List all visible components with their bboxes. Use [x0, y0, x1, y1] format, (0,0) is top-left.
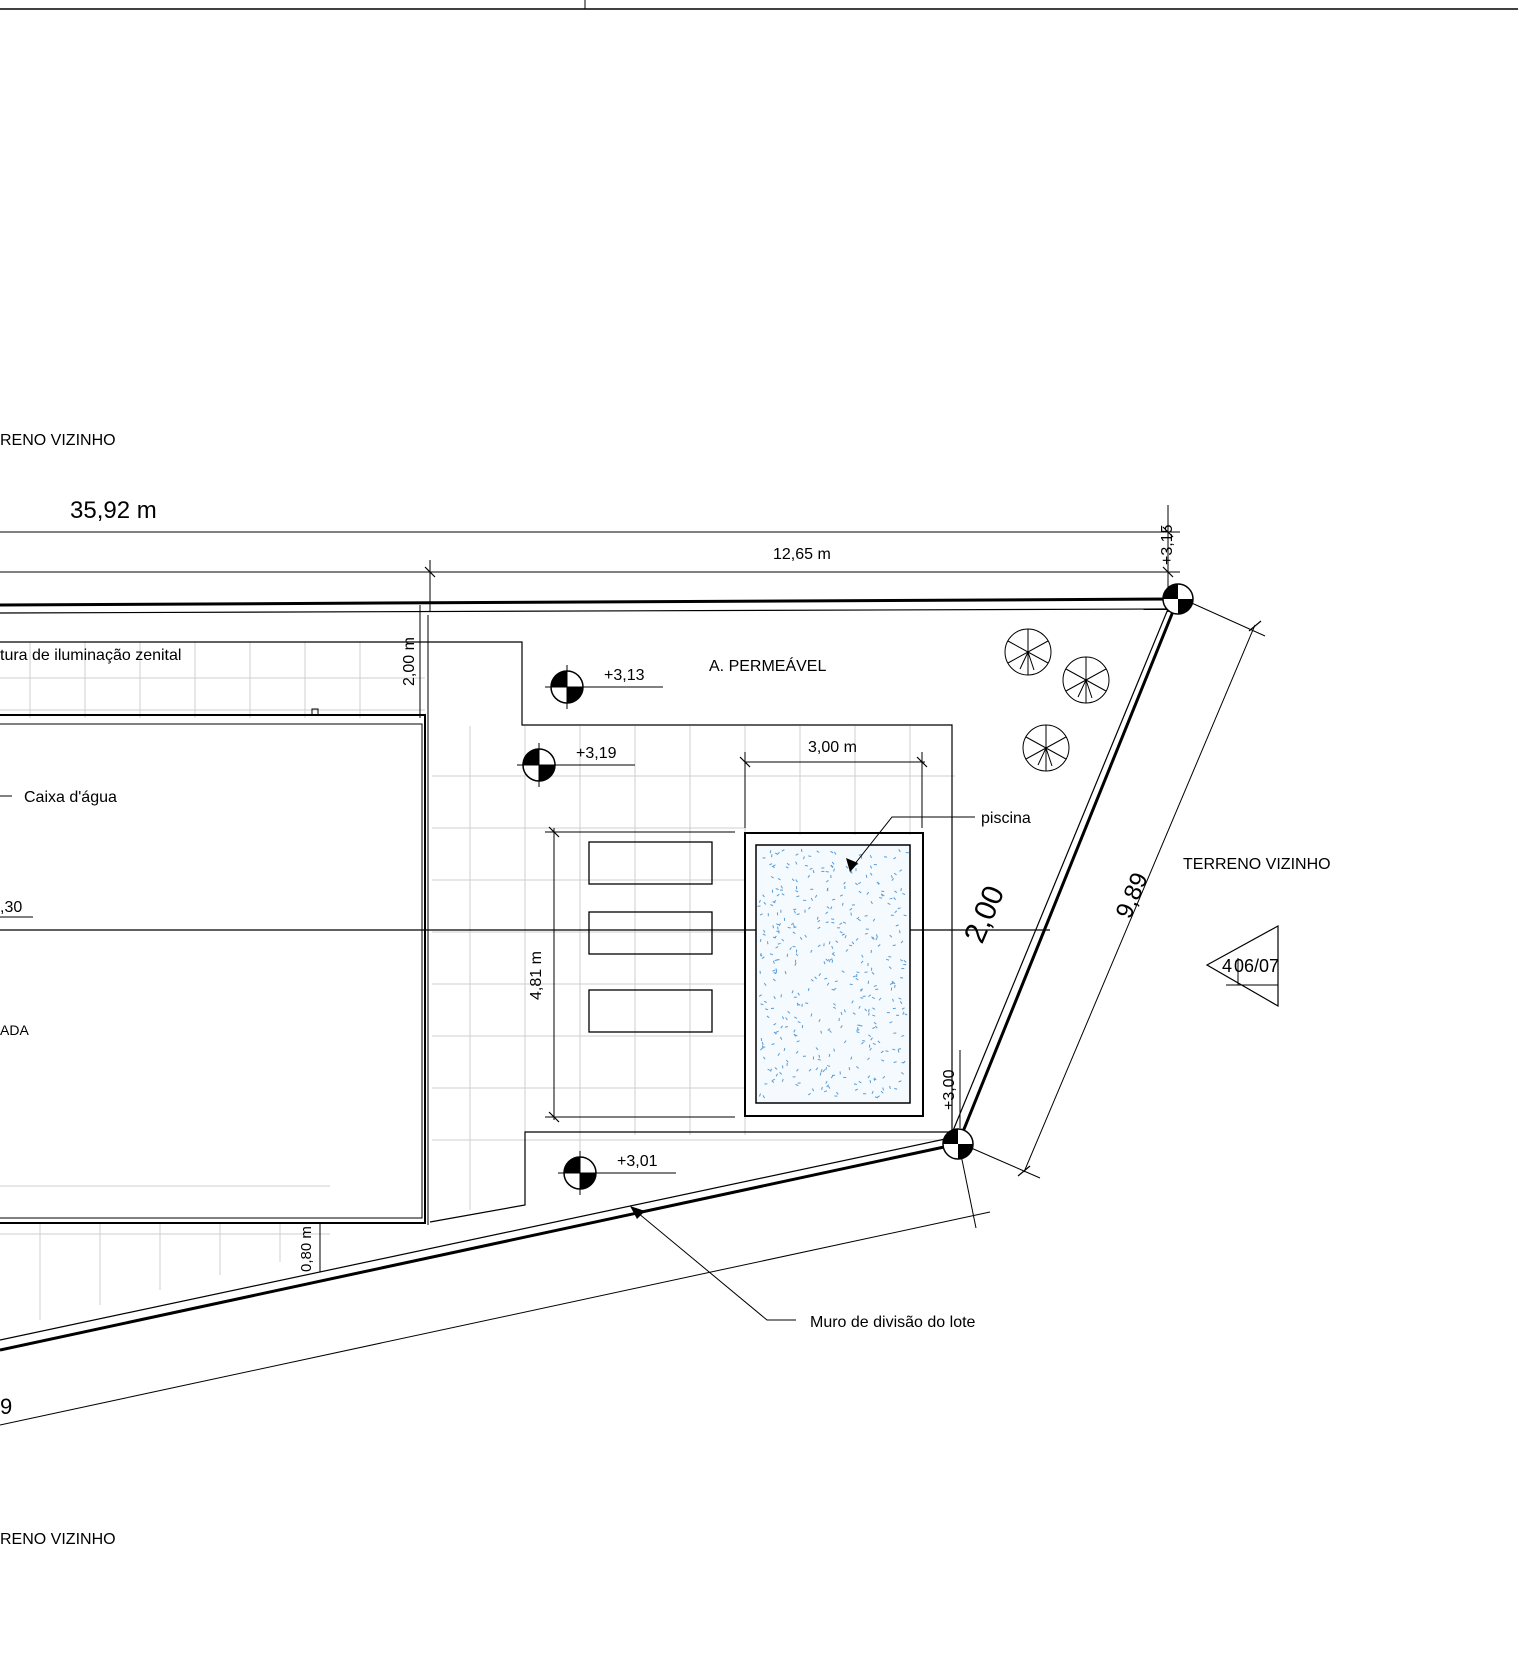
pool-water-texture [757, 848, 909, 1099]
dim-vertical-2m: 2,00 m [401, 637, 418, 686]
tree-icon [1022, 724, 1070, 772]
section-sheet-number: 06/07 [1234, 956, 1279, 976]
lot-boundary [0, 597, 1180, 1352]
level-marker-icon [517, 743, 635, 787]
level-marker-icon [558, 1151, 676, 1195]
label-area-permeavel: A. PERMEÁVEL [709, 656, 826, 675]
label-muro: Muro de divisão do lote [810, 1314, 976, 1331]
level-319: +3,19 [576, 745, 617, 762]
level-marker-icon [1162, 583, 1194, 615]
dim-pool-length: 4,81 m [528, 951, 545, 1000]
level-315: +3,15 [1159, 524, 1176, 565]
tree-icon [1004, 628, 1052, 676]
dim-big-2: 2,00 [958, 881, 1011, 948]
dim-side-right: 9,89 [1111, 869, 1154, 923]
dim-left-30: ,30 [0, 899, 22, 916]
label-terreno-top: RENO VIZINHO [0, 432, 116, 449]
sun-loungers [588, 841, 713, 1033]
level-301: +3,01 [617, 1153, 658, 1170]
level-marker-icon [545, 665, 663, 709]
tree-icon [1062, 656, 1110, 704]
leader-lines [0, 795, 975, 1321]
building-outline [0, 615, 1050, 1225]
label-caixa-agua: Caixa d'água [24, 789, 117, 806]
label-ada: ADA [0, 1022, 29, 1038]
label-terreno-bottom: RENO VIZINHO [0, 1531, 116, 1548]
label-terreno-right: TERRENO VIZINHO [1183, 856, 1331, 873]
level-313: +3,13 [604, 667, 645, 684]
section-marker-icon [1205, 924, 1279, 1008]
tree-icons [1004, 628, 1110, 772]
label-abertura: tura de iluminação zenital [0, 647, 181, 664]
dim-pool-width: 3,00 m [808, 739, 857, 756]
plan-labels: RENO VIZINHO TERRENO VIZINHO RENO VIZINH… [0, 432, 1331, 1548]
sheet-frame [0, 0, 1518, 10]
swimming-pool [744, 832, 924, 1117]
dim-top-right: 12,65 m [773, 546, 831, 563]
level-marker-icon [942, 1128, 974, 1160]
dim-setback: 0,80 m [298, 1226, 315, 1272]
dim-total-top: 35,92 m [70, 497, 157, 524]
label-piscina: piscina [981, 810, 1031, 827]
level-markers [517, 583, 1194, 1195]
section-ref-number: 4 [1222, 956, 1232, 976]
level-labels: +3,13 +3,19 +3,01 +3,15 +3,00 [576, 524, 1176, 1170]
dimension-lines [0, 505, 1266, 1426]
dimension-labels: 35,92 m 12,65 m 3,00 m 4,81 m 9,89 2,00 … [0, 497, 1154, 1419]
dim-bottom-partial: 9 [0, 1394, 12, 1419]
level-300: +3,00 [941, 1069, 958, 1110]
